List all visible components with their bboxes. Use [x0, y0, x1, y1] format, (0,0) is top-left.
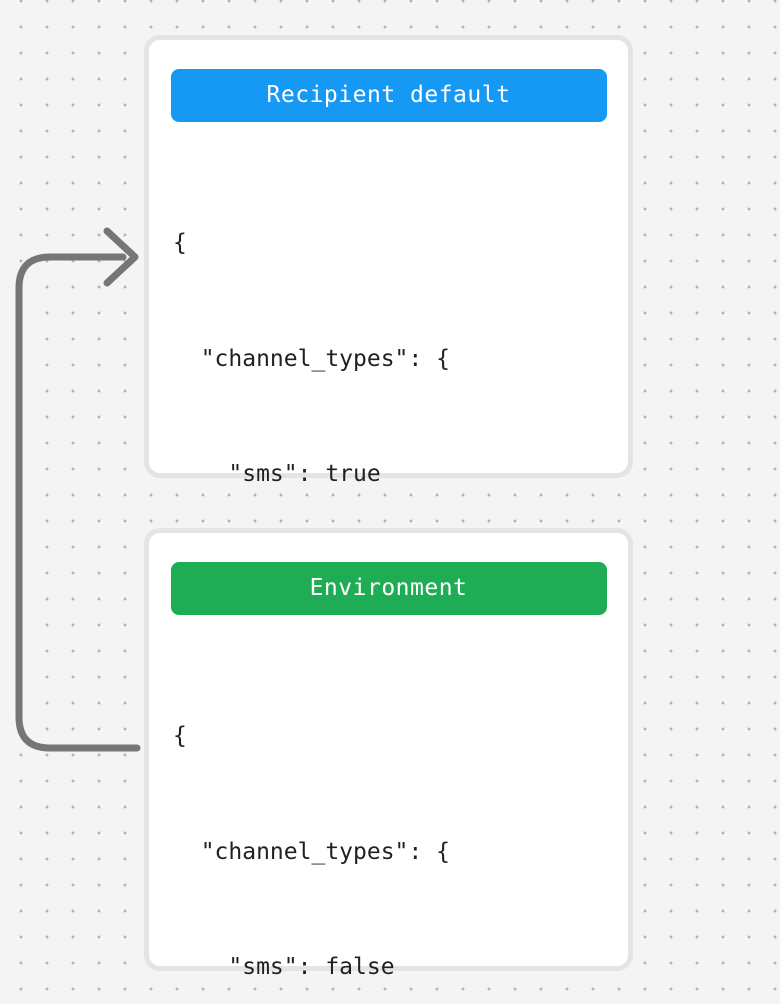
code-block-environment: { "channel_types": { "sms": false }, "ca… — [173, 640, 628, 1004]
card-header-recipient-default: Recipient default — [170, 69, 607, 122]
code-line: { — [173, 723, 187, 749]
code-line: { — [173, 230, 187, 256]
code-line: "sms": false — [173, 954, 395, 980]
card-recipient-default: Recipient default { "channel_types": { "… — [144, 35, 633, 949]
merge-arrow-head-icon — [103, 227, 139, 287]
card-environment: Environment { "channel_types": { "sms": … — [144, 528, 633, 980]
code-line: "channel_types": { — [173, 345, 450, 372]
code-line: "sms": true — [173, 461, 381, 487]
code-line: "channel_types": { — [173, 838, 450, 865]
card-header-environment: Environment — [170, 562, 607, 615]
merge-arrow-line — [15, 253, 141, 752]
